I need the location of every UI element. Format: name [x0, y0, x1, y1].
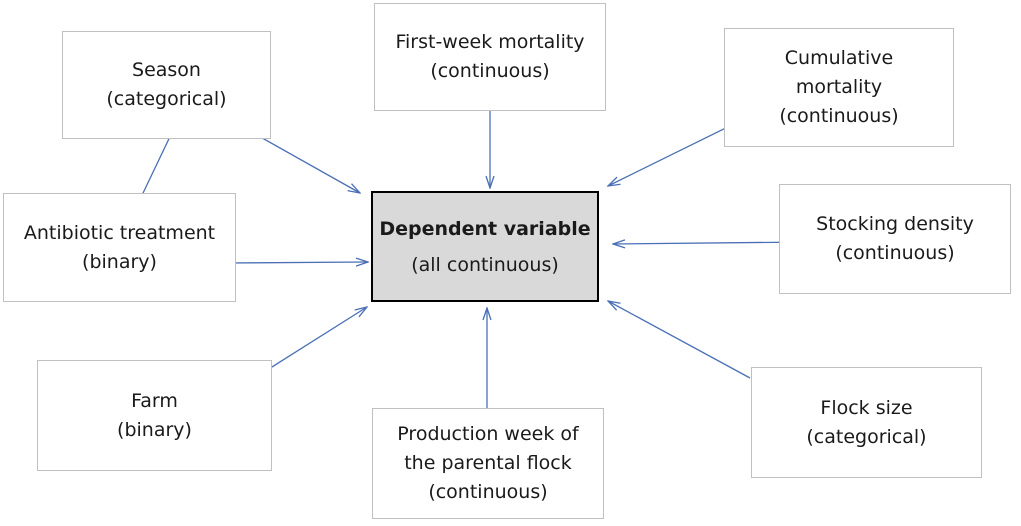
node-first-week-line-2: (continuous): [430, 60, 550, 82]
arrow-flock-size-to-center: [608, 301, 751, 379]
node-first-week-mortality: First-week mortality (continuous): [374, 3, 606, 111]
node-flock-size-line-2: (categorical): [806, 425, 927, 448]
node-antibiotic-treatment: Antibiotic treatment (binary): [3, 193, 236, 302]
node-stocking-line-1: Stocking density: [816, 213, 974, 235]
node-season: Season (categorical): [62, 31, 271, 139]
node-farm: Farm (binary): [37, 360, 272, 471]
node-farm-line-2: (binary): [117, 418, 192, 441]
node-antibiotic-line-1: Antibiotic treatment: [23, 221, 216, 244]
node-stocking-density: Stocking density (continuous): [779, 184, 1011, 294]
node-production-week: Production week of the parental flock (c…: [372, 408, 604, 519]
node-production-week-line-3: (continuous): [428, 481, 548, 503]
node-season-line-2: (categorical): [106, 88, 227, 110]
node-stocking-line-2: (continuous): [835, 242, 955, 264]
node-season-line-1: Season: [132, 59, 201, 81]
node-flock-size: Flock size (categorical): [751, 367, 982, 478]
node-center-line-2: (all continuous): [411, 253, 559, 276]
node-first-week-line-1: First-week mortality: [395, 31, 585, 53]
node-production-week-line-2: the parental flock: [404, 452, 572, 474]
node-antibiotic-line-2: (binary): [82, 250, 157, 273]
node-production-week-line-1: Production week of: [397, 423, 579, 445]
arrow-antibiotic-to-center: [225, 262, 368, 263]
node-dependent-variable: Dependent variable (all continuous): [371, 191, 599, 302]
node-flock-size-line-1: Flock size: [820, 396, 913, 419]
node-center-line-1: Dependent variable: [379, 217, 591, 240]
arrow-cumulative-to-center: [608, 117, 747, 186]
node-cumulative-line-2: mortality: [795, 76, 883, 98]
node-cumulative-line-3: (continuous): [779, 105, 899, 127]
arrow-stocking-to-center: [613, 242, 809, 244]
node-cumulative-line-1: Cumulative: [784, 47, 894, 69]
node-cumulative-mortality: Cumulative mortality (continuous): [724, 28, 954, 147]
node-farm-line-1: Farm: [131, 389, 178, 412]
arrow-season-to-center: [247, 129, 360, 193]
